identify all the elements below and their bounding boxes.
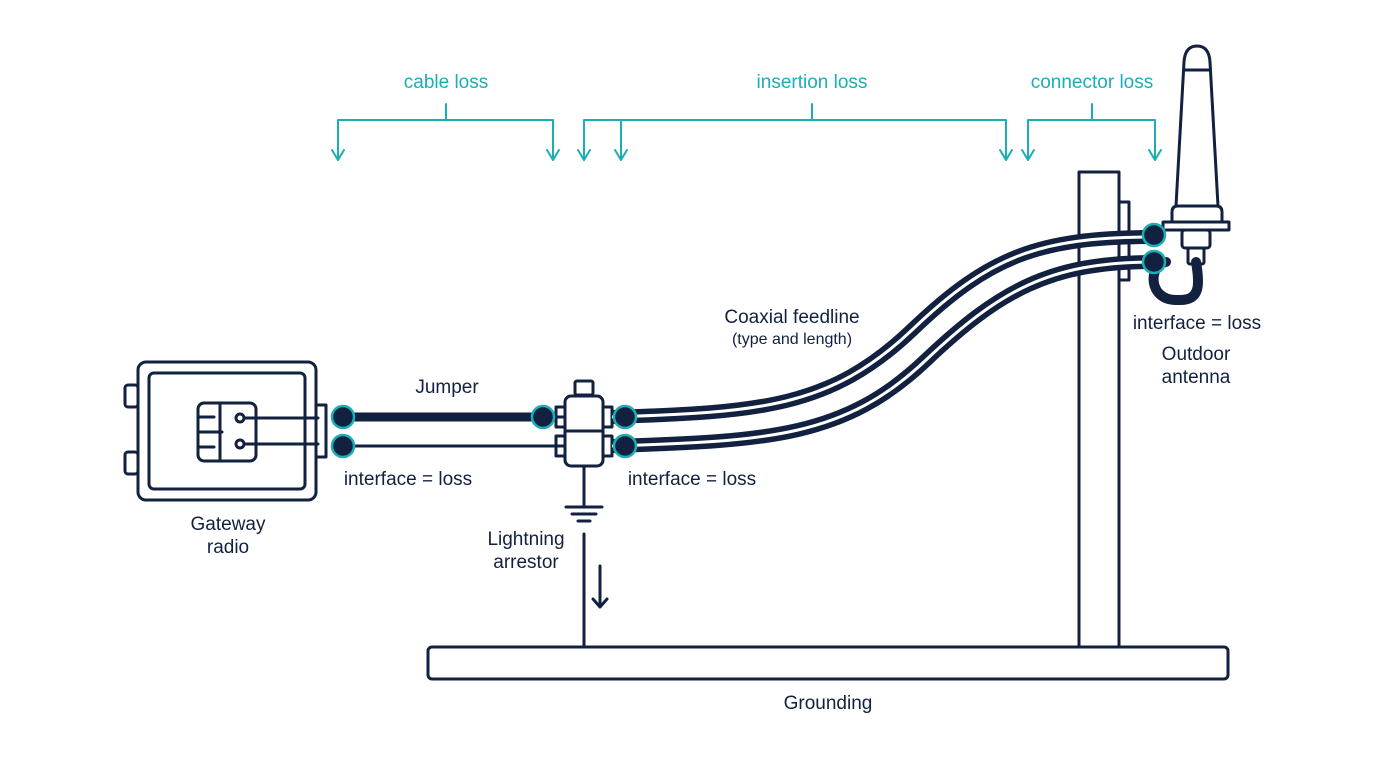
grounding-bar xyxy=(426,645,1230,681)
gateway-radio xyxy=(123,360,328,502)
connector-dot xyxy=(612,433,638,459)
insertion-loss-label: insertion loss xyxy=(757,72,868,93)
connector-loss-bracket xyxy=(1021,103,1162,161)
connector-dot xyxy=(330,404,356,430)
insertion-loss-bracket xyxy=(577,103,1013,161)
arrestor-interface-loss-label: interface = loss xyxy=(628,469,756,490)
coaxial-feedline-label: Coaxial feedline xyxy=(724,307,859,328)
cable-loss-label: cable loss xyxy=(404,72,489,93)
lightning-arrestor xyxy=(554,379,614,649)
connector-dot xyxy=(530,404,556,430)
coaxial-feedline-sublabel: (type and length) xyxy=(732,331,852,348)
coaxial-feedline xyxy=(611,230,1150,453)
connector-dot xyxy=(612,404,638,430)
connector-dot xyxy=(330,433,356,459)
jumper-label: Jumper xyxy=(415,377,479,398)
connector-loss-label: connector loss xyxy=(1031,72,1154,93)
grounding-label: Grounding xyxy=(784,693,873,714)
outdoor-antenna xyxy=(1148,44,1231,305)
gateway-radio-label-line1: Gateway xyxy=(191,514,266,535)
antenna-mast xyxy=(1077,170,1121,649)
outdoor-antenna-label-line1: Outdoor xyxy=(1162,344,1231,365)
cable-loss-bracket xyxy=(331,103,560,161)
chip-icon xyxy=(196,401,258,463)
antenna-interface-loss-label: interface = loss xyxy=(1133,313,1261,334)
outdoor-antenna-label-line2: antenna xyxy=(1162,367,1231,388)
lightning-arrestor-label-line1: Lightning xyxy=(487,529,564,550)
gateway-radio-label-line2: radio xyxy=(207,537,249,558)
connector-dot xyxy=(1141,222,1167,248)
radio-interface-loss-label: interface = loss xyxy=(344,469,472,490)
ground-symbol-icon xyxy=(564,505,604,523)
connector-dot xyxy=(1141,249,1167,275)
lightning-arrestor-label-line2: arrestor xyxy=(493,552,559,573)
interface-connectors xyxy=(330,222,1167,459)
down-arrow-icon xyxy=(591,564,609,609)
